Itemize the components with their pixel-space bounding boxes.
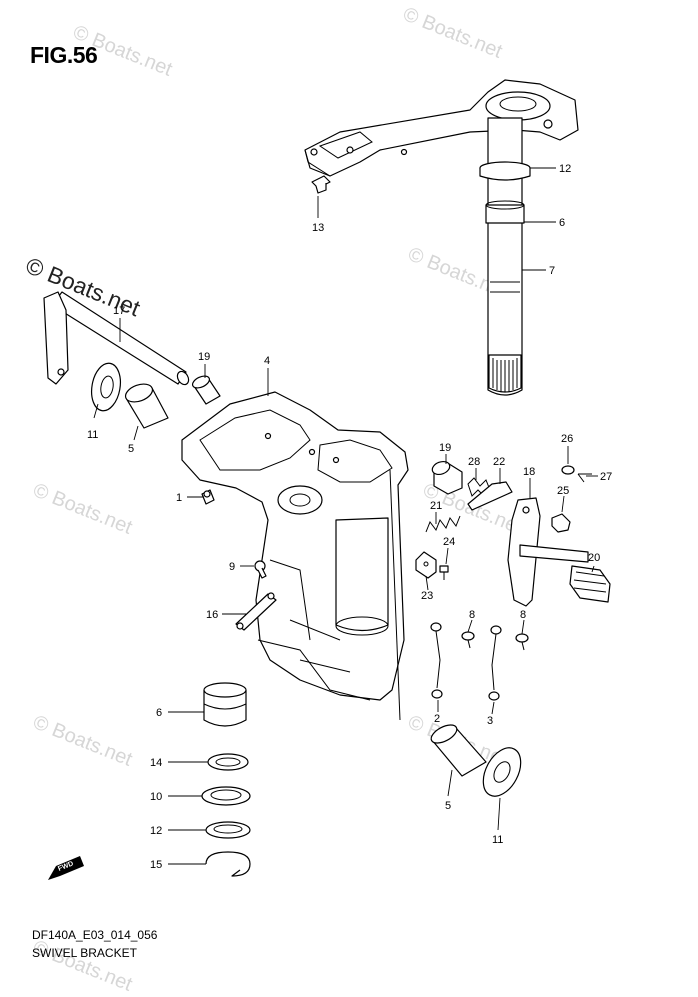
lead-wire-3 (488, 625, 502, 701)
bushing-19-left (191, 375, 221, 405)
washer-11-lower (482, 747, 522, 797)
callout-16: 16 (206, 609, 218, 621)
bolt-24 (439, 565, 449, 580)
callout-11-lower: 11 (492, 834, 503, 846)
bolt-8-a (461, 631, 475, 649)
callout-25: 25 (557, 485, 569, 497)
bush-6-lower (203, 682, 247, 727)
washer-11-upper (90, 362, 122, 412)
callout-19-right: 19 (439, 442, 451, 454)
swivel-bracket (181, 391, 409, 721)
callout-20: 20 (588, 552, 600, 564)
callout-8-a: 8 (469, 609, 475, 621)
callout-26: 26 (561, 433, 573, 445)
callout-11-upper: 11 (87, 429, 98, 441)
callout-15: 15 (150, 859, 162, 871)
grease-nipple-1 (201, 489, 215, 505)
pin-26-27-25 (551, 465, 592, 533)
bushing-5-lower (430, 724, 487, 777)
lead-wire-2 (430, 622, 443, 699)
callout-1: 1 (176, 492, 182, 504)
callout-8-b: 8 (520, 609, 526, 621)
washer-12 (205, 821, 251, 839)
knob-20 (569, 565, 611, 603)
bushing-5-upper (124, 383, 169, 429)
section-name: SWIVEL BRACKET (32, 946, 137, 960)
callout-28: 28 (468, 456, 480, 468)
drawing-code: DF140A_E03_014_056 (32, 928, 158, 942)
callout-14: 14 (150, 757, 162, 769)
leader-lines (93, 167, 598, 865)
callout-18: 18 (523, 466, 535, 478)
washer-10 (201, 786, 251, 806)
circlip-15 (205, 851, 251, 877)
callout-23: 23 (421, 590, 433, 602)
callout-labels: 12 13 6 7 17 19 4 11 5 1 9 16 19 28 22 2… (87, 163, 612, 871)
washer-14 (207, 753, 249, 771)
callout-3: 3 (487, 715, 493, 727)
bushing-19-right (431, 460, 463, 495)
figure-title: FIG.56 (30, 42, 98, 68)
callout-13: 13 (312, 222, 324, 234)
clip-22 (467, 481, 513, 511)
callout-6-bottom: 6 (156, 707, 162, 719)
steering-bracket (304, 79, 579, 177)
bolt-8-b (515, 633, 529, 651)
callout-27: 27 (600, 471, 612, 483)
callout-19-left: 19 (198, 351, 210, 363)
forward-arrow-icon: FWD (48, 856, 84, 880)
callout-12-bottom: 12 (150, 825, 162, 837)
link-16 (235, 592, 277, 631)
callout-21: 21 (430, 500, 442, 512)
callout-10: 10 (150, 791, 162, 803)
bolt-9 (254, 560, 267, 579)
callout-22: 22 (493, 456, 505, 468)
callout-17: 17 (113, 305, 125, 317)
callout-6-top: 6 (559, 217, 565, 229)
tilt-lock-lever (507, 497, 589, 607)
callout-2: 2 (434, 713, 440, 725)
callout-4: 4 (264, 355, 270, 367)
bolt-13 (311, 175, 331, 194)
callout-24: 24 (443, 536, 455, 548)
callout-5-upper: 5 (128, 443, 134, 455)
callout-7: 7 (549, 265, 555, 277)
steering-shaft (479, 117, 531, 396)
spring-21 (425, 515, 461, 533)
callout-9: 9 (229, 561, 235, 573)
tilt-tube (43, 291, 190, 386)
plate-23 (415, 551, 437, 579)
callout-12-top: 12 (559, 163, 571, 175)
callout-5-lower: 5 (445, 800, 451, 812)
